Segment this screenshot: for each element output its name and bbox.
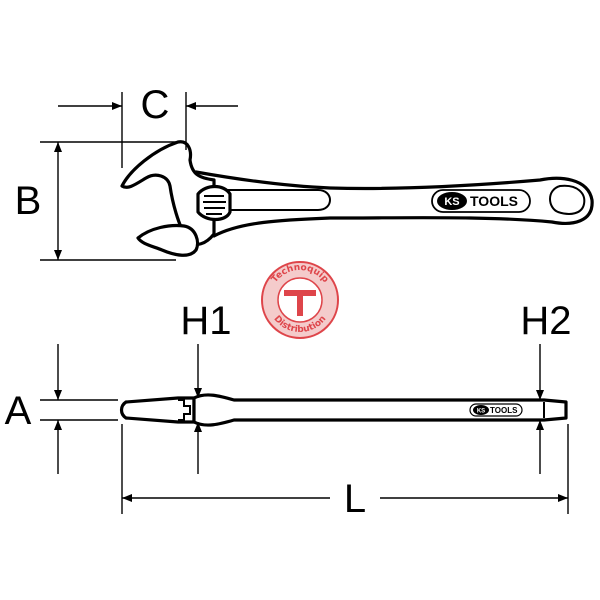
- dimension-h1-label: H1: [180, 299, 231, 343]
- wrench-top-view: KS TOOLS: [120, 140, 594, 257]
- wrench-fixed-jaw: [120, 140, 216, 246]
- technoquip-watermark: Technoquip Distribution: [261, 261, 339, 339]
- dimension-l: L: [121, 424, 569, 521]
- brand-logo: KS TOOLS: [431, 189, 531, 213]
- side-brand-logo: KS TOOLS: [469, 403, 523, 417]
- dimension-c-label: C: [141, 83, 170, 127]
- worm-thread: [203, 195, 226, 215]
- dimension-b: B: [15, 141, 176, 261]
- side-jaw-notch: [178, 399, 191, 421]
- dimension-h2: H2: [520, 299, 572, 474]
- dimension-b-label: B: [15, 179, 42, 223]
- dimension-a: A: [5, 344, 118, 474]
- dimension-h1: H1: [180, 299, 232, 474]
- handle-end-hole: [549, 184, 586, 215]
- brand-ks-text: KS: [444, 196, 459, 208]
- dimension-l-label: L: [344, 477, 366, 521]
- wrench-handle: [194, 170, 594, 238]
- brand-tools-text: TOOLS: [470, 193, 518, 209]
- dimension-c: C: [58, 83, 238, 168]
- wrench-movable-jaw: [136, 223, 200, 257]
- wrench-side-view: KS TOOLS: [119, 393, 568, 427]
- side-handle: [192, 393, 568, 427]
- dimension-h2-label: H2: [520, 299, 571, 343]
- side-brand-ks-text: KS: [477, 409, 485, 415]
- dimension-a-label: A: [5, 389, 32, 433]
- side-brand-tools-text: TOOLS: [490, 406, 518, 415]
